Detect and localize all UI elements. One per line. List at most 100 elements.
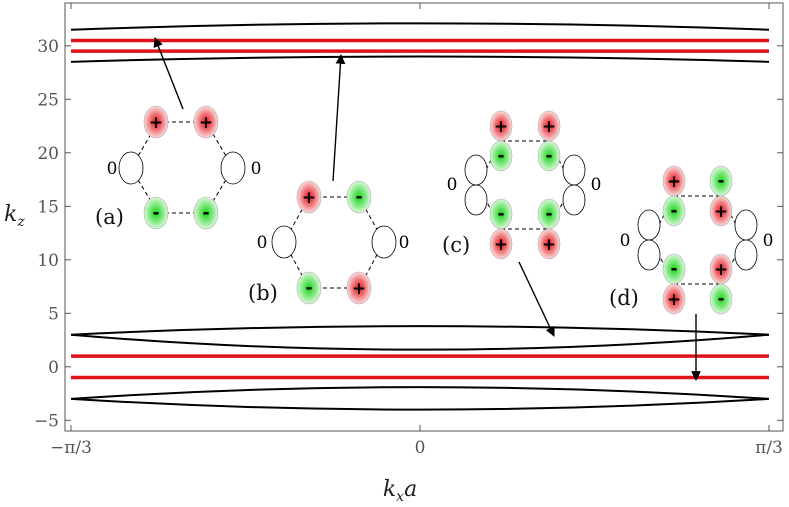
- arrow-a-to-band: [153, 37, 184, 110]
- orbital-empty: [118, 151, 144, 185]
- dispersive-band: [70, 397, 770, 411]
- panel-label-c: (c): [442, 233, 470, 257]
- orbital-red: [143, 105, 169, 139]
- orbital-red: [537, 228, 561, 260]
- sign-minus: -: [717, 171, 724, 191]
- y-tick-label: 20: [37, 144, 59, 164]
- inset-b-bonds: [283, 196, 385, 289]
- y-tick-label: 0: [48, 358, 59, 378]
- sign-plus: +: [199, 113, 213, 133]
- sign-minus: -: [670, 259, 677, 279]
- zero-label: 0: [107, 159, 118, 179]
- zero-label: 0: [257, 233, 268, 253]
- zero-label: 0: [591, 175, 602, 195]
- zero-label: 0: [763, 231, 774, 251]
- sign-minus: -: [202, 203, 209, 223]
- y-tick-label: 30: [37, 37, 59, 57]
- plot-frame: [64, 2, 784, 432]
- dispersive-band: [70, 55, 770, 63]
- orbital-red: [193, 105, 219, 139]
- panel-label-a: (a): [95, 205, 124, 229]
- orbital-green: [143, 196, 169, 230]
- orbital-empty: [464, 154, 488, 186]
- dispersive-band: [70, 333, 770, 351]
- sign-minus: -: [717, 289, 724, 309]
- sign-plus: +: [494, 235, 508, 255]
- dispersive-band: [70, 386, 770, 400]
- orbital-empty: [637, 239, 661, 271]
- dispersive-band: [70, 325, 770, 336]
- x-axis-label-tail: a: [404, 477, 417, 502]
- y-tick-label: 25: [37, 90, 59, 110]
- pointer-arrows: [153, 37, 701, 381]
- x-axis-label-sub: x: [396, 489, 404, 505]
- orbital-red: [296, 180, 322, 214]
- zero-label: 0: [399, 233, 410, 253]
- sign-plus: +: [667, 290, 681, 310]
- orbital-empty: [562, 154, 586, 186]
- sign-minus: -: [497, 204, 504, 224]
- orbital-empty: [734, 209, 758, 241]
- y-axis-label: kz: [4, 202, 25, 230]
- orbital-green: [193, 196, 219, 230]
- sign-minus: -: [545, 146, 552, 166]
- panel-label-b: (b): [248, 281, 278, 305]
- x-axis-label-main: k: [383, 477, 396, 502]
- sign-minus: -: [497, 146, 504, 166]
- zero-label: 0: [251, 159, 262, 179]
- orbital-red: [489, 228, 513, 260]
- orbital-empty: [734, 239, 758, 271]
- sign-plus: +: [714, 202, 728, 222]
- sign-plus: +: [542, 117, 556, 137]
- inset-a-orbital-diagram: + + - - 0 0 (a): [95, 105, 262, 230]
- inset-c-orbital-diagram: + - + - - + - + 0 0 (c): [442, 110, 602, 260]
- arrow-b-to-band: [332, 54, 346, 182]
- sign-plus: +: [667, 172, 681, 192]
- orbital-red: [662, 283, 686, 315]
- dispersive-band: [70, 22, 770, 31]
- sign-plus: +: [542, 235, 556, 255]
- sign-plus: +: [302, 188, 316, 208]
- bands-layer: [70, 22, 770, 411]
- y-tick-label: 10: [37, 251, 59, 271]
- sign-minus: -: [152, 203, 159, 223]
- y-axis-label-main: k: [4, 202, 17, 227]
- sign-plus: +: [494, 117, 508, 137]
- orbital-green: [537, 140, 561, 172]
- sign-minus: -: [355, 187, 362, 207]
- y-tick-label: 5: [48, 304, 59, 324]
- panel-label-d: (d): [609, 286, 639, 310]
- arrow-c-to-band: [518, 261, 555, 337]
- orbital-red: [709, 195, 733, 227]
- inset-a-bonds: [130, 121, 234, 214]
- x-tick-label: −π/3: [50, 438, 92, 458]
- y-tick-label: 15: [37, 197, 59, 217]
- sign-minus: -: [670, 201, 677, 221]
- orbital-green: [296, 271, 322, 305]
- orbital-empty: [271, 225, 297, 259]
- sign-plus: +: [352, 279, 366, 299]
- orbital-red: [346, 271, 372, 305]
- orbital-empty: [464, 184, 488, 216]
- y-tick-label: −5: [34, 411, 59, 431]
- sign-plus: +: [714, 260, 728, 280]
- x-tick-label: π/3: [755, 438, 783, 458]
- orbital-empty: [637, 209, 661, 241]
- orbital-empty: [220, 151, 246, 185]
- inset-b-orbital-diagram: + - - + 0 0 (b): [248, 180, 410, 305]
- sign-minus: -: [545, 204, 552, 224]
- zero-label: 0: [447, 175, 458, 195]
- sign-minus: -: [305, 278, 312, 298]
- y-axis-label-sub: z: [16, 214, 25, 230]
- orbital-empty: [371, 225, 397, 259]
- plot-area-border: [64, 2, 784, 432]
- zero-label: 0: [620, 231, 631, 251]
- sign-plus: +: [149, 113, 163, 133]
- x-tick-label: 0: [415, 438, 426, 458]
- orbital-green: [489, 140, 513, 172]
- inset-d-orbital-diagram: + - - + - + + - 0 0 (d): [609, 165, 774, 315]
- orbital-green: [346, 180, 372, 214]
- orbital-empty: [562, 184, 586, 216]
- x-axis-label: kxa: [383, 477, 417, 505]
